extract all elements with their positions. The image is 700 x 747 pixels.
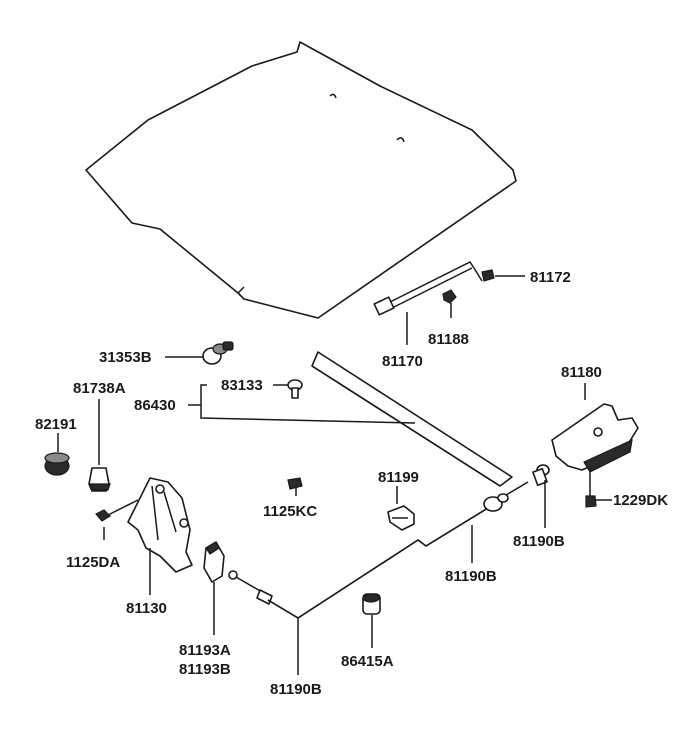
bolt-1125kc	[287, 477, 303, 496]
label-83133: 83133	[221, 377, 263, 394]
bolt-1229dk	[585, 495, 612, 508]
cable-lock-81193	[203, 541, 225, 635]
label-82191: 82191	[35, 416, 77, 433]
bumper-86415a	[362, 593, 381, 648]
striker-bracket-81180	[551, 383, 639, 496]
label-81193b: 81193B	[179, 661, 231, 678]
label-81190b-pin: 81190B	[513, 533, 565, 550]
hood-latch-part	[127, 477, 193, 595]
label-81190b-cable: 81190B	[445, 568, 497, 585]
label-86415a: 86415A	[341, 653, 394, 670]
label-81170: 81170	[382, 353, 423, 370]
label-81190b-end: 81190B	[270, 681, 322, 698]
hood-bumper-part	[165, 341, 234, 365]
grommet-part	[481, 269, 525, 282]
label-81738a: 81738A	[73, 380, 126, 397]
hood-support-rod	[373, 261, 483, 345]
plug-82191	[44, 433, 70, 476]
label-81180: 81180	[561, 364, 602, 381]
label-86430: 86430	[134, 397, 176, 414]
cable-clip-81199	[387, 486, 415, 531]
pin-81190b	[532, 464, 550, 528]
label-81172: 81172	[530, 269, 571, 286]
label-1125da: 1125DA	[66, 554, 120, 571]
stopper-81738a	[88, 399, 111, 492]
label-81188: 81188	[428, 331, 469, 348]
hood-panel	[85, 41, 517, 319]
release-cable-81190b	[228, 481, 529, 675]
label-1229dk: 1229DK	[613, 492, 668, 509]
label-81193a: 81193A	[179, 642, 231, 659]
seal-leader-lines	[188, 379, 416, 424]
label-1125kc: 1125KC	[263, 503, 317, 520]
label-31353b: 31353B	[99, 349, 152, 366]
hood-seal-strip	[311, 351, 513, 487]
label-81199: 81199	[378, 469, 419, 486]
label-81130: 81130	[126, 600, 167, 617]
rod-clip-part	[442, 289, 457, 318]
bolt-1125da	[95, 499, 139, 540]
